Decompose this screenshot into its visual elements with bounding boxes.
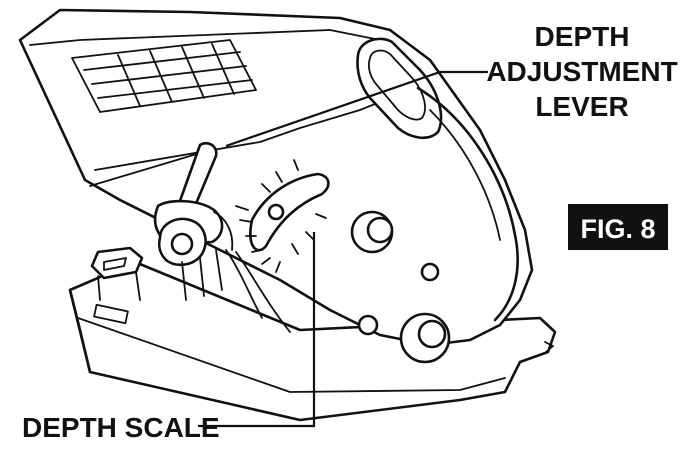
saw-housing: [18, 8, 534, 364]
depth-scale-leader-line: [198, 232, 316, 428]
front-nose-bracket: [90, 246, 144, 301]
depth-adjustment-lever: [153, 141, 291, 333]
saw-base-plate: [68, 260, 557, 422]
figure-badge-background: [568, 204, 668, 250]
housing-screws: [350, 210, 451, 364]
lever-label-line-2: ADJUSTMENT: [486, 56, 677, 87]
figure-badge: FIG. 8: [568, 204, 668, 250]
vent-grille: [71, 39, 257, 113]
leader-lines: [198, 70, 488, 428]
depth-scale: [235, 159, 330, 273]
depth-scale-label: DEPTH SCALE: [22, 412, 220, 443]
lever-label-line-3: LEVER: [535, 91, 628, 122]
lever-label-line-1: DEPTH: [535, 21, 630, 52]
rear-handle-grip: [356, 37, 443, 140]
saw-illustration: [18, 8, 557, 422]
lever-leader-line: [225, 70, 488, 148]
lever-label: DEPTH ADJUSTMENT LEVER: [486, 21, 677, 122]
figure-number: FIG. 8: [580, 214, 655, 244]
